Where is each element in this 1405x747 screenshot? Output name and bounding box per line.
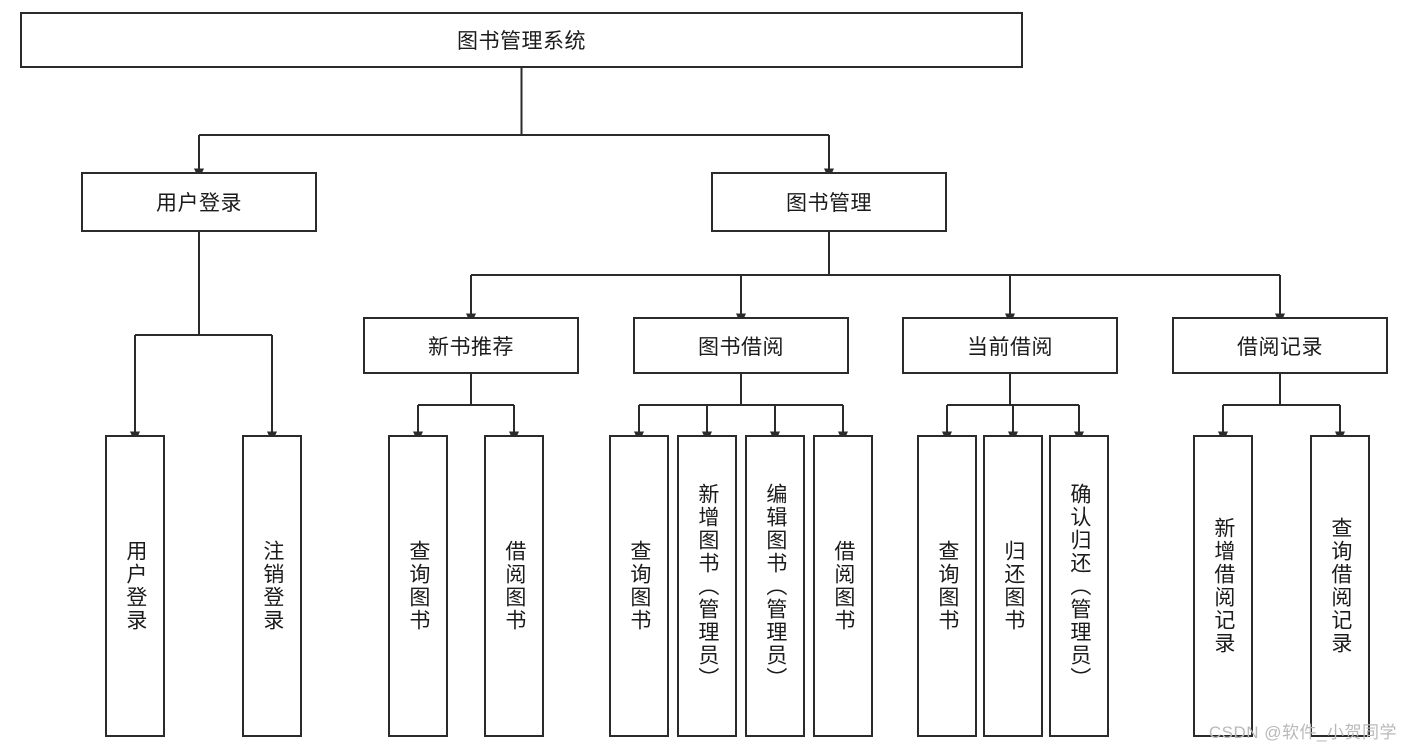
node-label: 图书管理 bbox=[786, 192, 872, 215]
node-label: 查询图书 bbox=[627, 540, 651, 632]
node-label: 编辑图书（管理员） bbox=[763, 482, 787, 690]
node-new-book-rec: 新书推荐 bbox=[363, 317, 579, 374]
node-label: 查询借阅记录 bbox=[1328, 517, 1352, 655]
node-leaf-borrow-book-rec: 借阅图书 bbox=[484, 435, 544, 737]
node-book-borrow: 图书借阅 bbox=[633, 317, 849, 374]
node-label: 新增借阅记录 bbox=[1211, 517, 1235, 655]
node-leaf-add-record: 新增借阅记录 bbox=[1193, 435, 1253, 737]
node-label: 借阅图书 bbox=[502, 540, 526, 632]
node-leaf-query-book-rec: 查询图书 bbox=[388, 435, 448, 737]
node-label: 新增图书（管理员） bbox=[695, 482, 719, 690]
node-label: 查询图书 bbox=[406, 540, 430, 632]
node-label: 图书管理系统 bbox=[457, 30, 586, 53]
node-label: 用户登录 bbox=[123, 540, 147, 632]
node-leaf-query-record: 查询借阅记录 bbox=[1310, 435, 1370, 737]
node-root: 图书管理系统 bbox=[20, 12, 1023, 68]
node-label: 借阅图书 bbox=[831, 540, 855, 632]
node-leaf-query-book-b: 查询图书 bbox=[609, 435, 669, 737]
node-leaf-borrow-book-b: 借阅图书 bbox=[813, 435, 873, 737]
node-label: 确认归还（管理员） bbox=[1067, 482, 1091, 690]
node-label: 注销登录 bbox=[260, 540, 284, 632]
node-leaf-query-book-c: 查询图书 bbox=[917, 435, 977, 737]
node-leaf-return-book: 归还图书 bbox=[983, 435, 1043, 737]
node-label: 新书推荐 bbox=[428, 335, 514, 359]
node-user-login: 用户登录 bbox=[81, 172, 317, 232]
node-current-borrow: 当前借阅 bbox=[902, 317, 1118, 374]
node-leaf-logout: 注销登录 bbox=[242, 435, 302, 737]
node-label: 归还图书 bbox=[1001, 540, 1025, 632]
node-label: 图书借阅 bbox=[698, 335, 784, 359]
node-label: 查询图书 bbox=[935, 540, 959, 632]
node-leaf-edit-book: 编辑图书（管理员） bbox=[745, 435, 805, 737]
node-label: 用户登录 bbox=[156, 192, 242, 215]
node-leaf-user-login: 用户登录 bbox=[105, 435, 165, 737]
node-borrow-record: 借阅记录 bbox=[1172, 317, 1388, 374]
node-leaf-add-book: 新增图书（管理员） bbox=[677, 435, 737, 737]
watermark: CSDN @软件_小贺同学 bbox=[1208, 723, 1397, 742]
node-label: 借阅记录 bbox=[1237, 335, 1323, 359]
node-book-manage: 图书管理 bbox=[711, 172, 947, 232]
node-leaf-confirm-return: 确认归还（管理员） bbox=[1049, 435, 1109, 737]
node-label: 当前借阅 bbox=[967, 335, 1053, 359]
